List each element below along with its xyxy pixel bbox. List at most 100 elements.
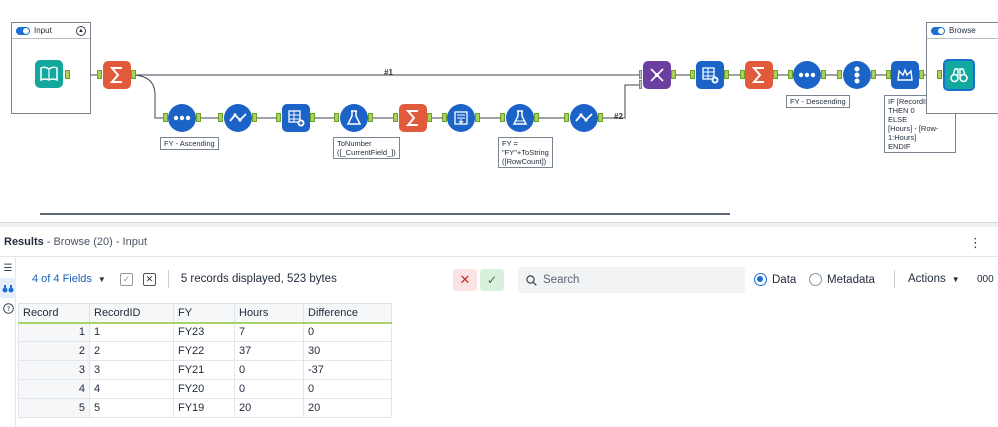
record-id-tool-2[interactable] — [570, 104, 598, 132]
browse-tool[interactable] — [943, 59, 975, 91]
transpose-tool-2[interactable] — [696, 61, 724, 89]
column-header-record[interactable]: Record — [18, 303, 90, 324]
multi-row-formula-tool[interactable] — [891, 61, 919, 89]
output-anchor[interactable] — [131, 70, 136, 79]
output-anchor[interactable] — [368, 113, 373, 122]
output-anchor[interactable] — [196, 113, 201, 122]
canvas-horizontal-scrollbar[interactable] — [40, 213, 730, 215]
search-box[interactable] — [518, 267, 745, 293]
column-header-hours[interactable]: Hours — [234, 303, 304, 324]
cell-difference[interactable]: 0 — [303, 322, 392, 342]
output-anchor[interactable] — [310, 113, 315, 122]
output-anchor[interactable] — [475, 113, 480, 122]
input-anchor[interactable] — [276, 113, 281, 122]
confirm-button[interactable]: ✓ — [480, 269, 504, 291]
input-anchor[interactable] — [740, 70, 745, 79]
output-anchor[interactable] — [598, 113, 603, 122]
input-anchor[interactable] — [837, 70, 842, 79]
table-row[interactable]: 2 2 FY22 37 30 — [18, 341, 392, 361]
join-input-left[interactable] — [639, 70, 642, 79]
cell-hours[interactable]: 20 — [234, 398, 304, 418]
output-anchor[interactable] — [919, 70, 924, 79]
output-anchor[interactable] — [773, 70, 778, 79]
panel-divider[interactable] — [0, 222, 998, 227]
input-anchor[interactable] — [690, 70, 695, 79]
transpose-tool[interactable] — [282, 104, 310, 132]
cell-hours[interactable]: 37 — [234, 341, 304, 361]
cell-recordid[interactable]: 4 — [89, 379, 174, 399]
column-header-fy[interactable]: FY — [173, 303, 235, 324]
input-anchor[interactable] — [937, 70, 942, 79]
table-row[interactable]: 1 1 FY23 7 0 — [18, 322, 392, 342]
actions-dropdown[interactable]: Actions▼ — [908, 273, 960, 285]
container-toggle[interactable] — [16, 26, 30, 35]
cell-recordid[interactable]: 2 — [89, 341, 174, 361]
input-anchor[interactable] — [788, 70, 793, 79]
multi-field-formula-tool[interactable] — [340, 104, 368, 132]
input-anchor[interactable] — [886, 70, 891, 79]
sort-tool[interactable] — [168, 104, 196, 132]
output-anchor[interactable] — [724, 70, 729, 79]
overflow-label[interactable]: 000 — [977, 274, 994, 285]
output-anchor[interactable] — [534, 113, 539, 122]
search-input[interactable] — [543, 274, 733, 286]
collapse-icon[interactable]: ▲ — [76, 26, 86, 36]
select-records-tool[interactable] — [447, 104, 475, 132]
cell-difference[interactable]: 0 — [303, 379, 392, 399]
join-input-right[interactable] — [639, 80, 642, 89]
cell-record[interactable]: 4 — [18, 379, 90, 399]
cell-fy[interactable]: FY20 — [173, 379, 235, 399]
cell-hours[interactable]: 0 — [234, 379, 304, 399]
cell-recordid[interactable]: 5 — [89, 398, 174, 418]
input-anchor[interactable] — [500, 113, 505, 122]
column-header-difference[interactable]: Difference — [303, 303, 392, 324]
input-anchor[interactable] — [442, 113, 447, 122]
input-anchor[interactable] — [564, 113, 569, 122]
remove-box-icon[interactable]: ✕ — [142, 272, 156, 286]
binoculars-icon[interactable] — [0, 278, 16, 298]
input-container[interactable]: Input ▲ — [11, 22, 91, 114]
output-anchor[interactable] — [65, 70, 70, 79]
cell-record[interactable]: 3 — [18, 360, 90, 380]
join-tool[interactable] — [643, 61, 671, 89]
input-data-tool[interactable] — [35, 60, 63, 88]
fields-dropdown[interactable]: 4 of 4 Fields ▼ — [32, 273, 106, 285]
output-anchor[interactable] — [821, 70, 826, 79]
cell-record[interactable]: 5 — [18, 398, 90, 418]
table-row[interactable]: 5 5 FY19 20 20 — [18, 398, 392, 418]
summarize-tool[interactable] — [103, 61, 131, 89]
input-anchor[interactable] — [97, 70, 102, 79]
list-icon[interactable]: ☰ — [3, 262, 13, 274]
more-options-icon[interactable]: ⋮ — [969, 235, 982, 250]
table-row[interactable]: 3 3 FY21 0 -37 — [18, 360, 392, 380]
cell-recordid[interactable]: 3 — [89, 360, 174, 380]
container-toggle[interactable] — [931, 26, 945, 35]
cancel-button[interactable]: ✕ — [453, 269, 477, 291]
cell-difference[interactable]: 20 — [303, 398, 392, 418]
cell-difference[interactable]: 30 — [303, 341, 392, 361]
input-anchor[interactable] — [393, 113, 398, 122]
output-anchor[interactable] — [252, 113, 257, 122]
output-anchor[interactable] — [427, 113, 432, 122]
input-anchor[interactable] — [163, 113, 168, 122]
sort-tool-2[interactable] — [793, 61, 821, 89]
record-id-tool[interactable] — [224, 104, 252, 132]
workflow-canvas[interactable]: Input ▲ #1 FY - Ascending ToNumber ([_Cu… — [0, 0, 998, 222]
cell-hours[interactable]: 0 — [234, 360, 304, 380]
cell-fy[interactable]: FY22 — [173, 341, 235, 361]
cell-difference[interactable]: -37 — [303, 360, 392, 380]
cell-fy[interactable]: FY19 — [173, 398, 235, 418]
cell-hours[interactable]: 7 — [234, 322, 304, 342]
summarize-tool-2[interactable] — [399, 104, 427, 132]
input-anchor[interactable] — [334, 113, 339, 122]
column-header-recordid[interactable]: RecordID — [89, 303, 174, 324]
help-icon[interactable]: ? — [0, 298, 16, 318]
output-anchor[interactable] — [671, 70, 676, 79]
output-anchor[interactable] — [871, 70, 876, 79]
cell-record[interactable]: 2 — [18, 341, 90, 361]
formula-tool[interactable] — [506, 104, 534, 132]
tile-tool[interactable] — [843, 61, 871, 89]
checkbox-edit-icon[interactable]: ✓ — [119, 272, 133, 286]
cell-record[interactable]: 1 — [18, 322, 90, 342]
metadata-radio[interactable]: Metadata — [809, 273, 875, 286]
